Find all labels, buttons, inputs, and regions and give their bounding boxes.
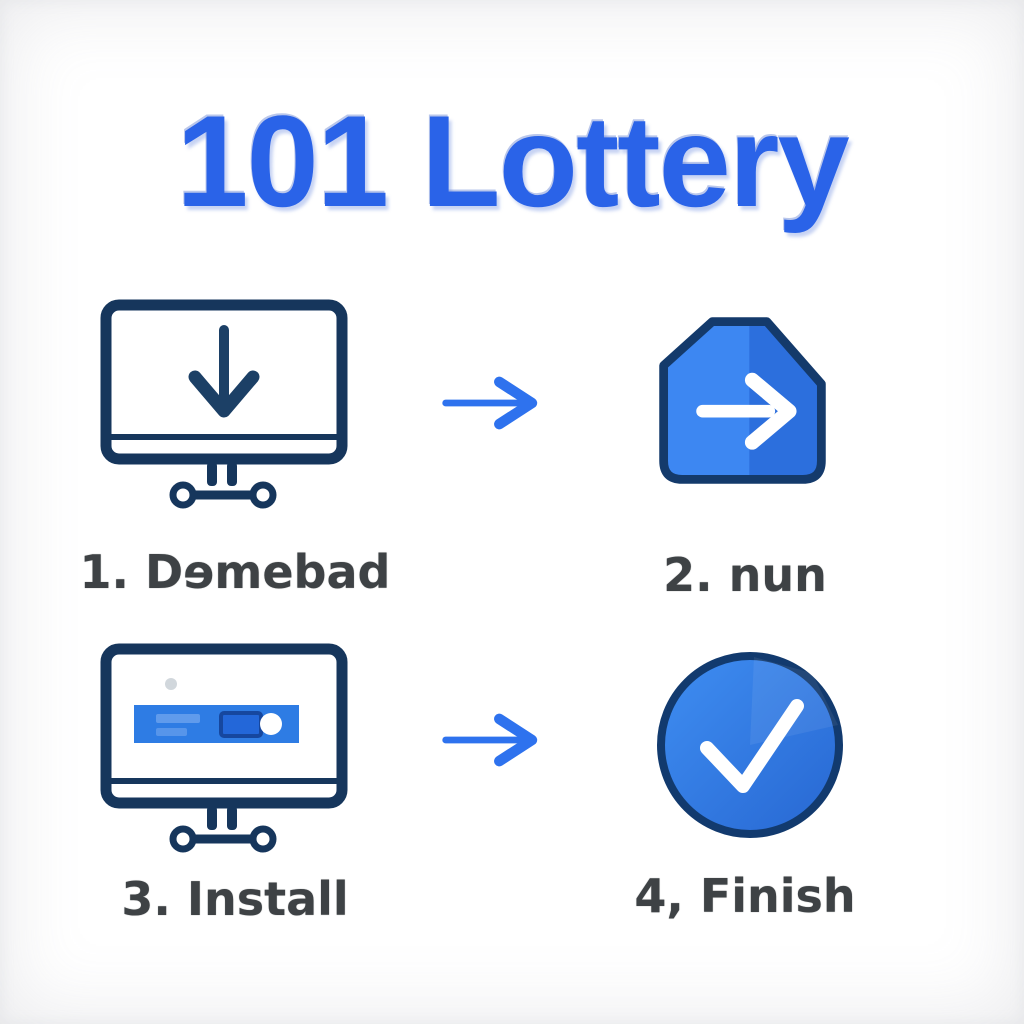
- step-label-install: 3. Install: [121, 872, 349, 926]
- monitor-install-icon: [100, 643, 348, 853]
- right-arrow-icon: [442, 376, 538, 430]
- document-run-icon: [659, 317, 826, 484]
- right-arrow-icon: [442, 713, 538, 767]
- step-label-download: 1. Dɘmebad: [79, 545, 391, 599]
- monitor-download-icon: [100, 299, 348, 509]
- page-title: 101 Lottery: [176, 88, 850, 234]
- step-label-run: 2. nun: [663, 548, 827, 602]
- check-circle-icon: [657, 652, 843, 838]
- step-label-finish: 4, Finish: [634, 869, 856, 923]
